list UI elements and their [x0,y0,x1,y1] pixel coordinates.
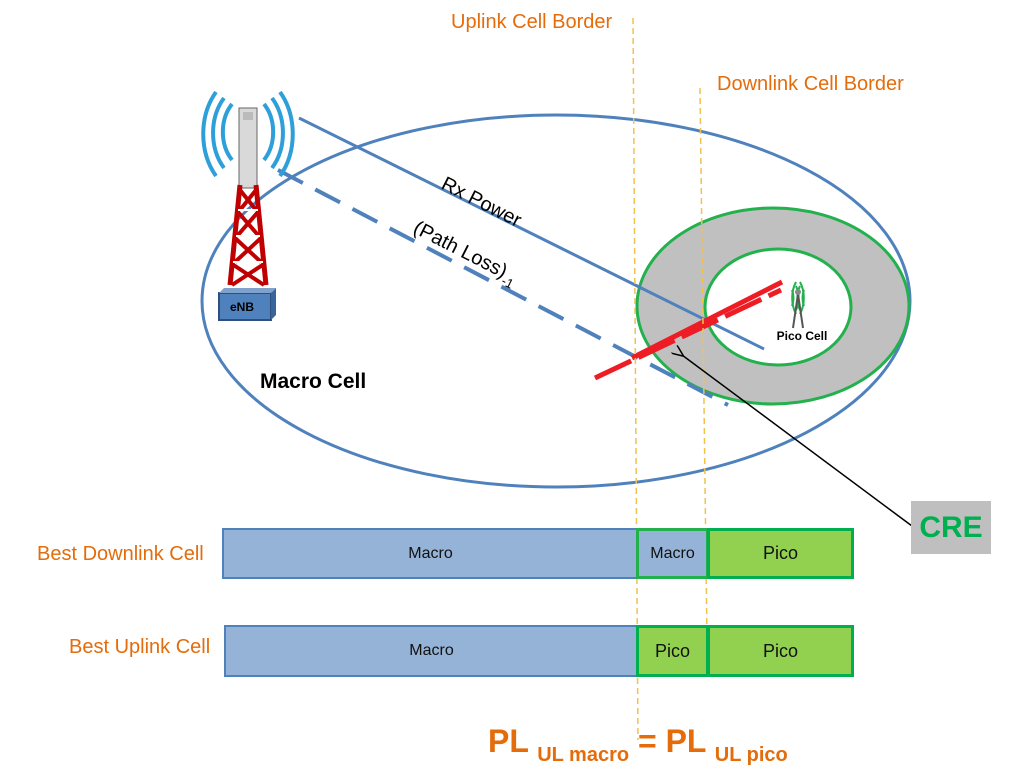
best-uplink-cell-label: Best Uplink Cell [69,636,211,658]
uplink-segment-macro-text: Macro [409,642,454,659]
formula-rhs: PL [665,723,706,759]
formula-equals: = [637,723,657,759]
uplink-segment-pico-text: Pico [762,640,798,661]
cre-red-line-lower [593,287,783,381]
uplink-cell-border-label: Uplink Cell Border [451,11,613,33]
uplink-segment-macro: Macro [224,625,639,677]
enb-label: eNB [230,300,254,314]
downlink-segment-macro-cre: Macro [636,528,709,579]
downlink-segment-pico-text: Pico [762,543,798,563]
rx-power-line [298,116,765,351]
downlink-segment-macro-text: Macro [408,544,453,562]
uplink-segment-pico-cre: Pico [636,625,709,677]
uplink-border-line [632,17,639,741]
pico-tower-icon [791,281,805,329]
downlink-cell-border-label: Downlink Cell Border [717,73,904,95]
path-loss-line [277,168,729,407]
cre-label: CRE [919,510,983,544]
formula-lhs: PL [488,723,529,759]
macro-cell-label: Macro Cell [260,370,366,393]
best-downlink-cell-label: Best Downlink Cell [37,543,204,565]
cre-red-line-upper [630,279,784,361]
pico-cell-inner [703,247,853,367]
macro-tower-icon [201,90,295,321]
formula-lhs-subscript: UL macro [537,744,630,766]
downlink-segment-macro-cre-text: Macro [650,544,695,562]
cre-label-box: CRE [911,501,991,554]
pathloss-equality-formula: PL UL macro = PL UL pico [488,725,788,765]
downlink-segment-macro: Macro [222,528,639,579]
cre-pointer-arrow [682,355,913,527]
formula-rhs-subscript: UL pico [714,744,788,766]
uplink-segment-pico: Pico [707,625,854,677]
downlink-segment-pico: Pico [707,528,854,579]
pico-cell-label: Pico Cell [777,329,828,343]
uplink-segment-pico-cre-text: Pico [654,640,690,661]
